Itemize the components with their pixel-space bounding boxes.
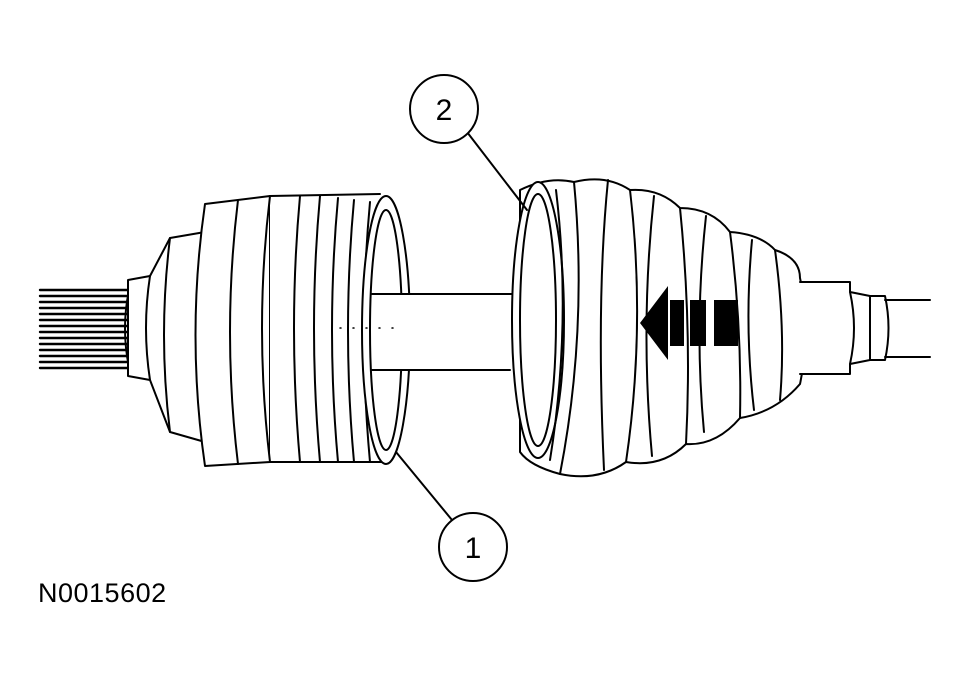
- callout-1: 1: [395, 451, 508, 582]
- direction-arrow-icon: [640, 286, 738, 360]
- right-shaft: [799, 281, 931, 375]
- callout-2-label: 2: [436, 94, 453, 127]
- splined-shaft-end: [38, 285, 132, 373]
- cv-joint-housing: [127, 193, 411, 467]
- callout-1-label: 1: [465, 532, 482, 565]
- figure-id-label: N0015602: [38, 578, 167, 608]
- callout-2: 2: [409, 74, 528, 211]
